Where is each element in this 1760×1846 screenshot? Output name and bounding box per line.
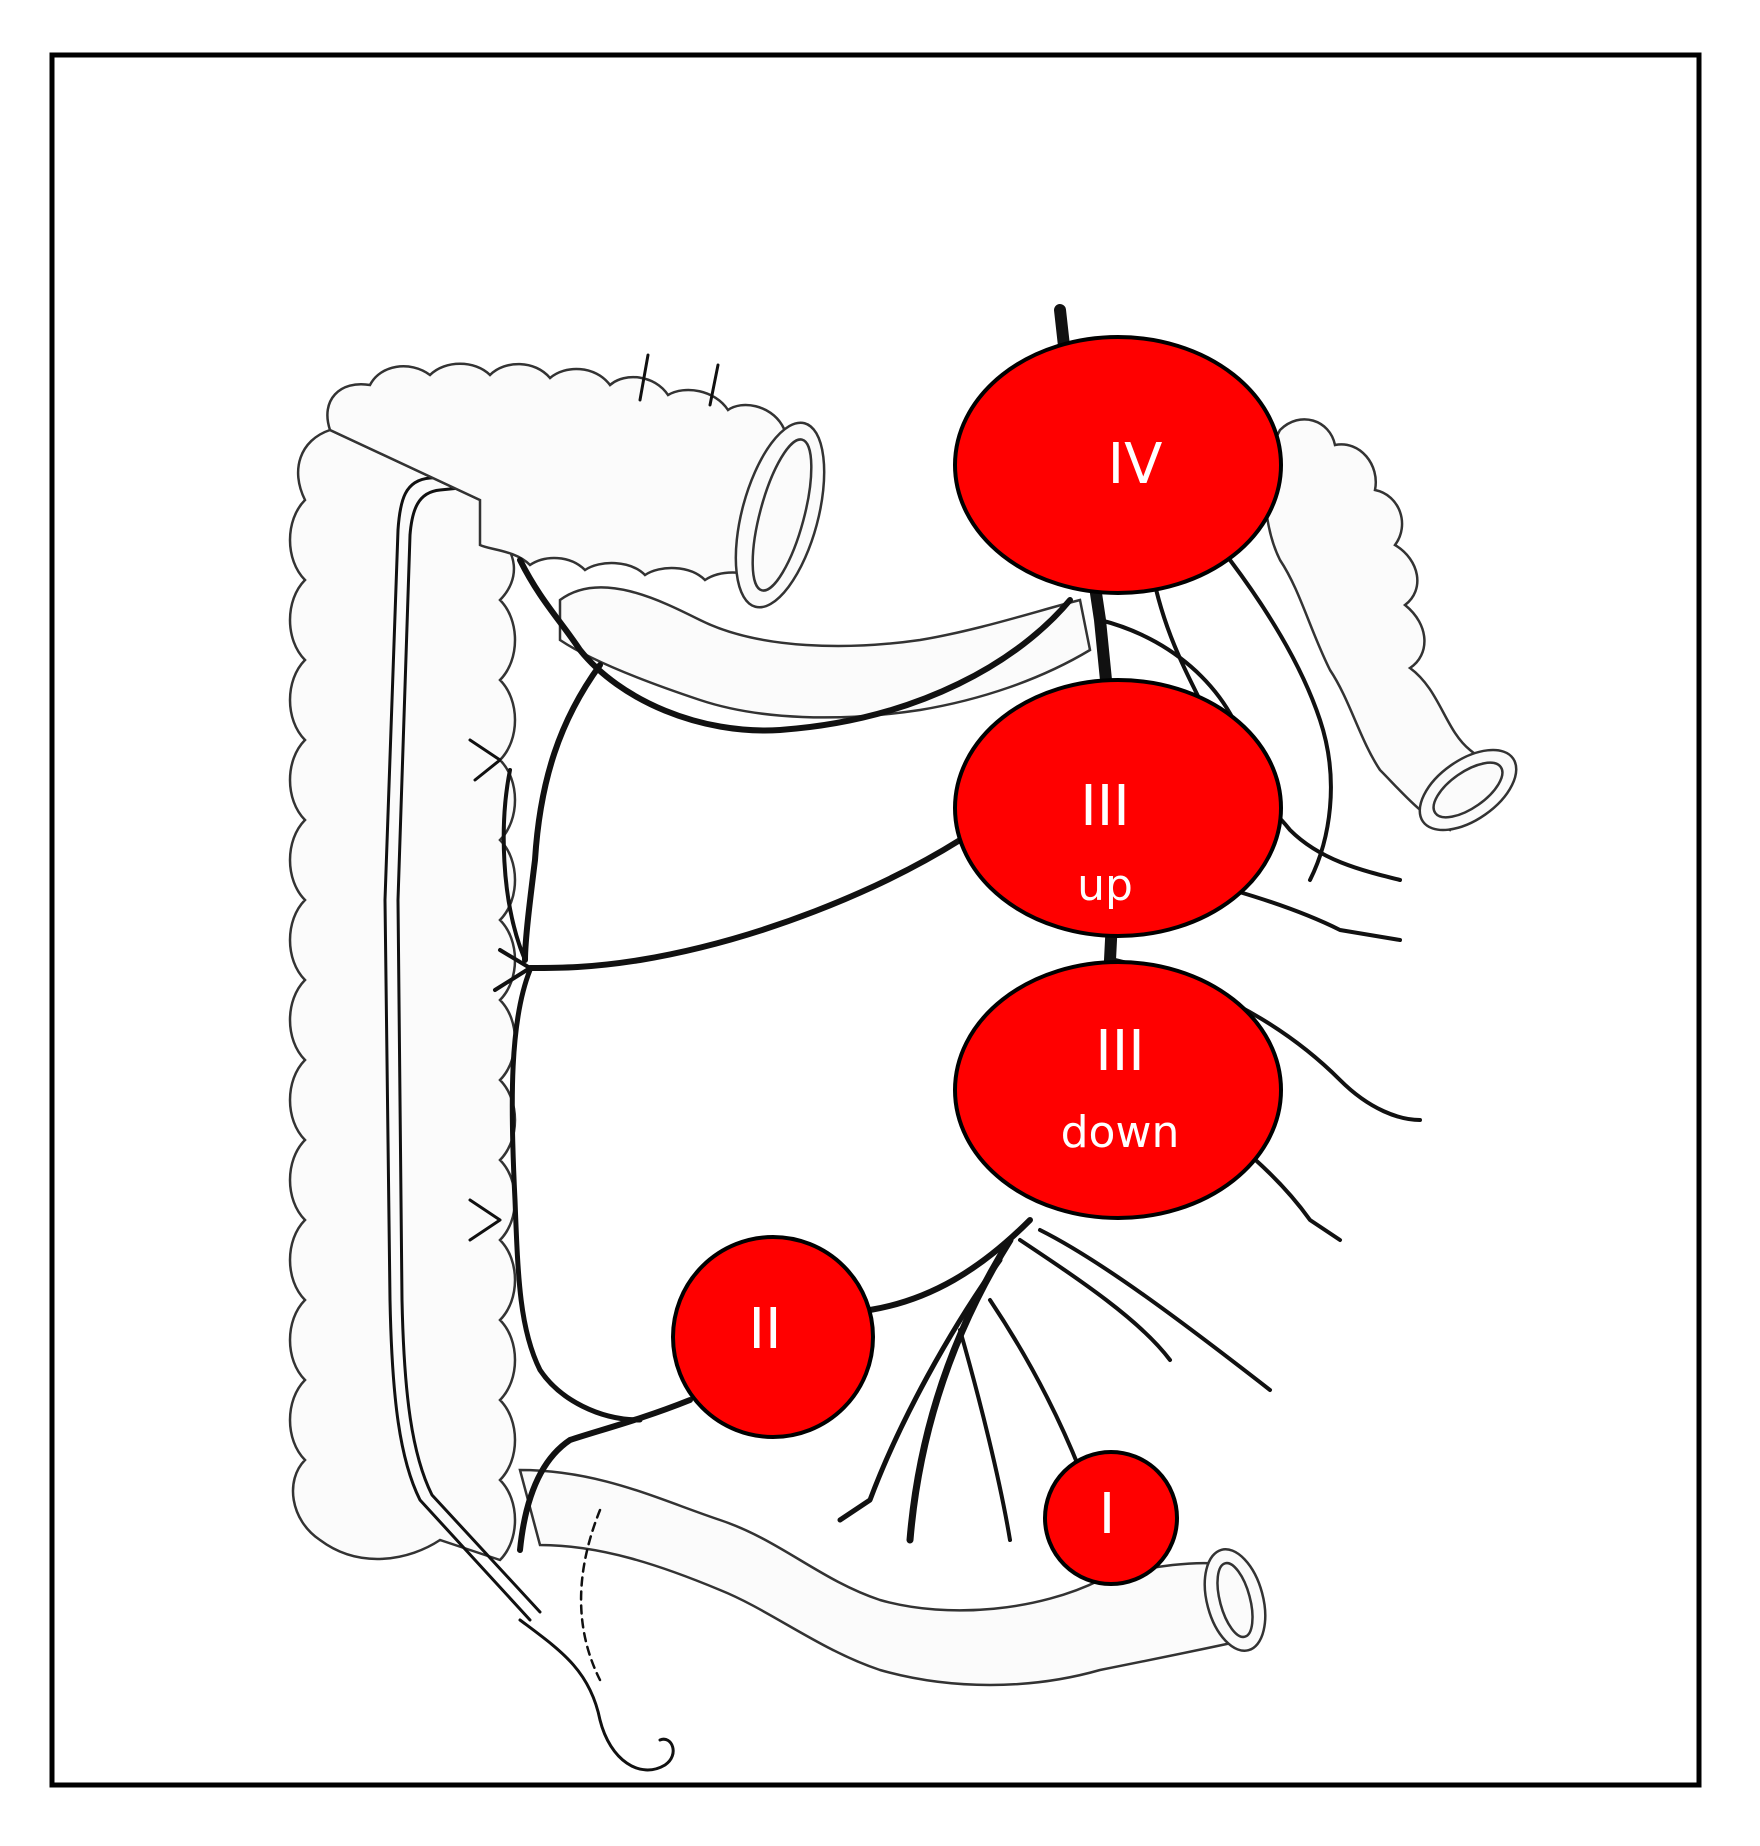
node-i[interactable]: I [1043,1450,1179,1586]
node-iii-up[interactable]: III up [953,678,1283,938]
node-iv[interactable]: IV [953,335,1283,595]
node-ii-circle [671,1235,875,1439]
node-i-label: I [1099,1482,1116,1547]
node-ii-label: II [748,1297,781,1362]
node-iv-circle [953,335,1283,595]
colon-cut-end-right [1418,748,1518,832]
taenia-line [383,473,532,1622]
colon-cut-end-lower [1203,1548,1267,1652]
node-iii-down[interactable]: III down [953,960,1283,1220]
node-iii-down-line1: III [1095,1019,1145,1084]
taenia-line-2 [396,485,542,1614]
colon-illustration [288,353,1518,1772]
node-iii-up-line2: up [1077,860,1133,911]
ascending-colon [288,428,517,1562]
node-iii-up-line1: III [1080,774,1130,839]
dashed-vessel [579,1508,602,1682]
appendix [518,1618,675,1772]
descending-colon [1263,418,1497,832]
node-iii-up-circle [953,678,1283,938]
transverse-colon-proximal [326,362,792,582]
node-i-circle [1043,1450,1179,1586]
node-iv-label: IV [1108,432,1163,497]
colon-cut-end-upper [734,421,826,609]
node-ii[interactable]: II [671,1235,875,1439]
node-iii-down-circle [953,960,1283,1220]
node-iii-down-line2: down [1061,1107,1180,1158]
